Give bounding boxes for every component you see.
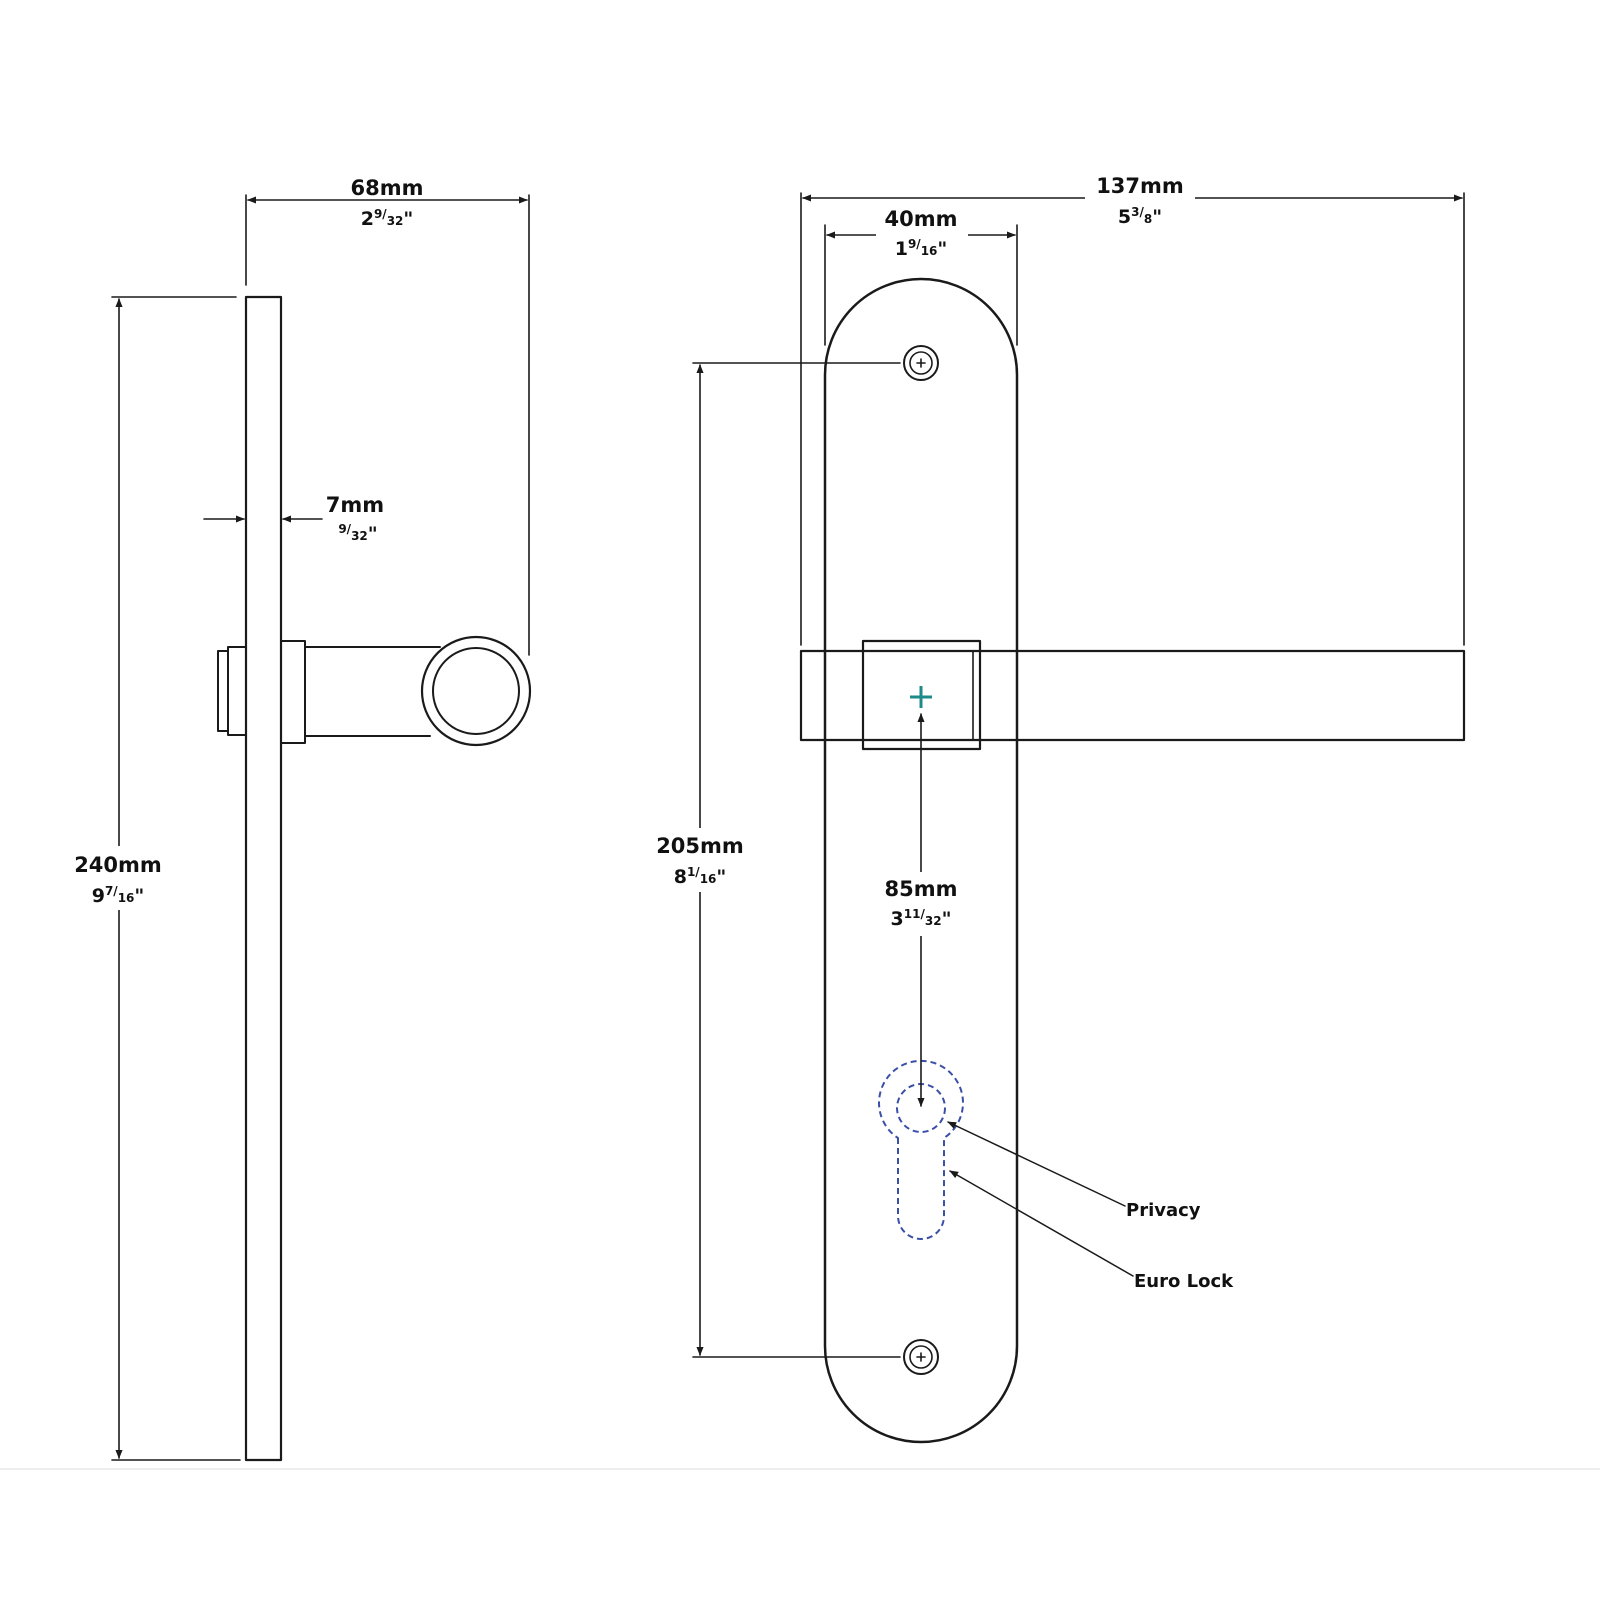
length-label-bg	[1085, 170, 1195, 232]
length-mm-label: 137mm	[1096, 174, 1184, 198]
rose-collar-edge	[972, 650, 981, 741]
projection-mm-label: 68mm	[351, 176, 424, 200]
privacy-leader	[947, 1121, 1126, 1207]
top-screw-icon	[903, 345, 939, 381]
lever-end-inner	[432, 647, 520, 735]
thickness-inch-label: 9/32"	[338, 522, 377, 545]
euro-lock-label: Euro Lock	[1134, 1271, 1234, 1292]
centres-mm-label: 205mm	[656, 834, 744, 858]
privacy-label: Privacy	[1126, 1200, 1201, 1221]
front-backplate	[823, 277, 1019, 1444]
lever-end-outer	[420, 635, 532, 747]
spindle-centre-icon	[910, 686, 932, 708]
width-mm-label: 40mm	[885, 207, 958, 231]
euro-lock-leader	[949, 1170, 1134, 1277]
height-label-bg	[70, 846, 170, 910]
length-inch-label: 53/8"	[1118, 205, 1162, 228]
rear-boss	[227, 646, 247, 736]
spindle-inch-label: 311/32"	[891, 907, 952, 930]
side-backplate	[244, 295, 283, 1462]
euro-lock-cutout	[878, 1059, 964, 1240]
height-inch-label: 97/16"	[92, 884, 145, 907]
front-rose	[280, 640, 306, 744]
width-label-bg	[876, 210, 968, 260]
projection-inch-label: 29/32"	[361, 207, 414, 230]
thickness-mm-label: 7mm	[326, 493, 384, 517]
width-inch-label: 19/16"	[895, 237, 948, 260]
spindle-label-bg	[876, 872, 968, 936]
centres-inch-label: 81/16"	[674, 865, 727, 888]
rear-boss-outer	[217, 650, 229, 732]
centres-label-bg	[650, 828, 750, 892]
height-mm-label: 240mm	[74, 853, 162, 877]
bottom-screw-icon	[903, 1339, 939, 1375]
front-view: 85mm 311/32" Privacy Euro Lock 137mm 53/…	[650, 170, 1466, 1444]
spindle-mm-label: 85mm	[885, 877, 958, 901]
side-view: 68mm 29/32" 7mm 9/32" 240mm 97/16"	[70, 176, 532, 1462]
lever-handle	[799, 649, 1466, 742]
